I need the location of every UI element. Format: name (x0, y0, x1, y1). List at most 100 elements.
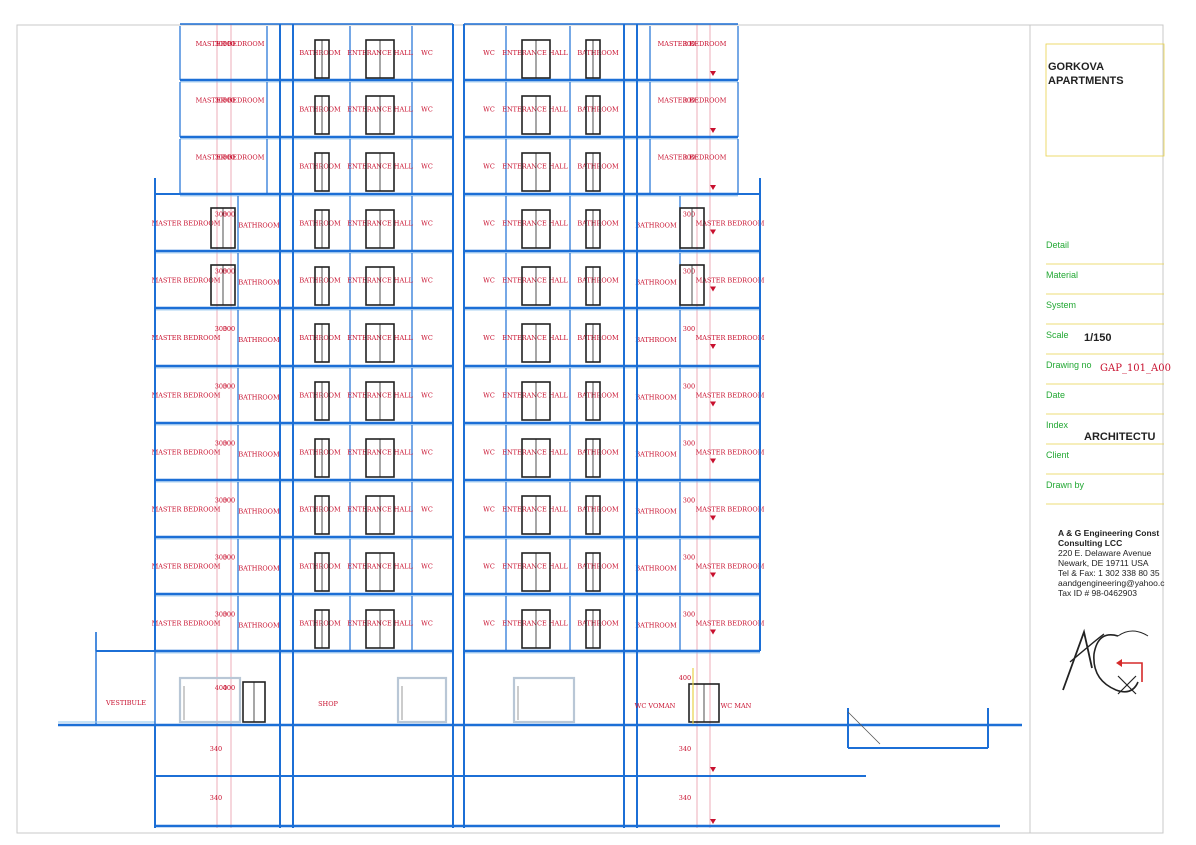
dimension-mark: 300 (223, 325, 235, 333)
dimension-mark: 300 (683, 40, 695, 48)
room-label-bathroom: BATHROOM (635, 279, 677, 287)
dimension-mark: 400 (215, 684, 227, 692)
drawing-no-value: GAP_101_A00 (1100, 363, 1171, 374)
room-label-wc: WC (483, 220, 495, 228)
room-label-bathroom: BATHROOM (577, 49, 619, 57)
room-label-master-bedroom: MASTER BEDROOM (196, 97, 265, 105)
company-email: aandgengineering@yahoo.c (1058, 578, 1165, 588)
room-label-wc-woman: WC VOMAN (635, 702, 676, 710)
scale-label: Scale (1046, 330, 1069, 340)
room-label-master-bedroom: MASTER BEDROOM (152, 449, 221, 457)
room-label-wc: WC (483, 449, 495, 457)
dimension-mark: 300 (223, 554, 235, 562)
dimension-mark: 340 (210, 794, 222, 802)
room-label-bathroom: BATHROOM (299, 163, 341, 171)
dimension-mark: 300 (223, 497, 235, 505)
room-label-entrance-hall: ENTERANCE HALL (502, 449, 568, 457)
dimension-mark: 300 (683, 268, 695, 276)
company-city: Newark, DE 19711 USA (1058, 558, 1149, 568)
level-marker (710, 767, 716, 772)
level-marker (710, 572, 716, 578)
room-label-master-bedroom: MASTER BEDROOM (696, 220, 765, 228)
room-label-wc: WC (483, 620, 495, 628)
shopfront-window (178, 676, 242, 724)
room-label-master-bedroom: MASTER BEDROOM (696, 506, 765, 514)
company-tax-id: Tax ID # 98-0462903 (1058, 588, 1137, 598)
material-label: Material (1046, 270, 1078, 280)
field-index: Index ARCHITECTU (1046, 420, 1164, 445)
room-label-master-bedroom: MASTER BEDROOM (152, 277, 221, 285)
room-label-bathroom: BATHROOM (635, 336, 677, 344)
room-label-vestibule: VESTIBULE (105, 699, 146, 707)
drawn-by-label: Drawn by (1046, 480, 1085, 490)
shopfront-window (512, 676, 576, 724)
room-label-bathroom: BATHROOM (238, 336, 280, 344)
room-label-bathroom: BATHROOM (238, 394, 280, 402)
room-label-wc: WC (421, 106, 433, 114)
room-label-bathroom: BATHROOM (299, 620, 341, 628)
room-label-master-bedroom: MASTER BEDROOM (152, 620, 221, 628)
dimension-mark: 340 (679, 745, 691, 753)
field-drawing-no: Drawing no GAP_101_A00 (1046, 360, 1171, 385)
room-label-bathroom: BATHROOM (299, 334, 341, 342)
field-system: System (1046, 300, 1164, 325)
level-marker (710, 458, 716, 464)
company-name-line-1: A & G Engineering Const (1058, 528, 1159, 538)
room-label-entrance-hall: ENTERANCE HALL (502, 392, 568, 400)
room-label-master-bedroom: MASTER BEDROOM (696, 449, 765, 457)
dimension-mark: 300 (215, 611, 227, 619)
room-label-bathroom: BATHROOM (635, 622, 677, 630)
room-label-bathroom: BATHROOM (238, 565, 280, 573)
company-name-line-2: Consulting LCC (1058, 538, 1122, 548)
room-label-wc: WC (483, 106, 495, 114)
room-label-bathroom: BATHROOM (577, 163, 619, 171)
dimension-mark: 300 (223, 268, 235, 276)
field-client: Client (1046, 450, 1164, 475)
dimension-mark: 400 (223, 684, 235, 692)
room-label-bathroom: BATHROOM (635, 394, 677, 402)
shopfront-window (396, 676, 448, 724)
level-marker (710, 515, 716, 521)
room-label-bathroom: BATHROOM (299, 449, 341, 457)
room-label-bathroom: BATHROOM (635, 508, 677, 516)
room-label-entrance-hall: ENTERANCE HALL (502, 49, 568, 57)
room-label-master-bedroom: MASTER BEDROOM (152, 220, 221, 228)
room-label-bathroom: BATHROOM (635, 222, 677, 230)
room-label-master-bedroom: MASTER BEDROOM (658, 40, 727, 48)
dimension-mark: 300 (215, 383, 227, 391)
title-block: GORKOVA APARTMENTS Detail Material Syste… (1045, 43, 1171, 695)
dimension-mark: 300 (683, 554, 695, 562)
room-label-shop: SHOP (318, 700, 338, 708)
dimension-mark: 300 (683, 611, 695, 619)
room-label-master-bedroom: MASTER BEDROOM (696, 277, 765, 285)
field-material: Material (1046, 270, 1164, 295)
building-section: MASTER BEDROOM MASTER BEDROOM BATHROOM ENTE… (58, 23, 1022, 828)
room-label-wc: WC (483, 49, 495, 57)
dimension-mark: 300 (215, 268, 227, 276)
dimension-mark: 300 (223, 97, 235, 105)
room-label-entrance-hall: ENTERANCE HALL (502, 334, 568, 342)
room-label-wc: WC (421, 506, 433, 514)
date-label: Date (1046, 390, 1065, 400)
dimension-mark: 300 (223, 154, 235, 162)
dimension-mark: 300 (683, 97, 695, 105)
room-label-master-bedroom: MASTER BEDROOM (696, 334, 765, 342)
room-label-master-bedroom: MASTER BEDROOM (152, 392, 221, 400)
room-label-wc: WC (421, 449, 433, 457)
dimension-mark: 300 (223, 40, 235, 48)
room-label-bathroom: BATHROOM (238, 279, 280, 287)
level-marker (710, 185, 716, 190)
dimension-mark: 300 (683, 497, 695, 505)
ramp-line (847, 711, 881, 745)
dimension-mark: 300 (215, 211, 227, 219)
room-label-master-bedroom: MASTER BEDROOM (696, 620, 765, 628)
company-address: 220 E. Delaware Avenue (1058, 548, 1152, 558)
room-label-bathroom: BATHROOM (299, 506, 341, 514)
room-label-master-bedroom: MASTER BEDROOM (196, 40, 265, 48)
room-label-entrance-hall: ENTERANCE HALL (502, 163, 568, 171)
dimension-mark: 340 (210, 745, 222, 753)
dimension-mark: 300 (223, 440, 235, 448)
level-marker (710, 229, 716, 235)
dimension-mark: 300 (215, 325, 227, 333)
